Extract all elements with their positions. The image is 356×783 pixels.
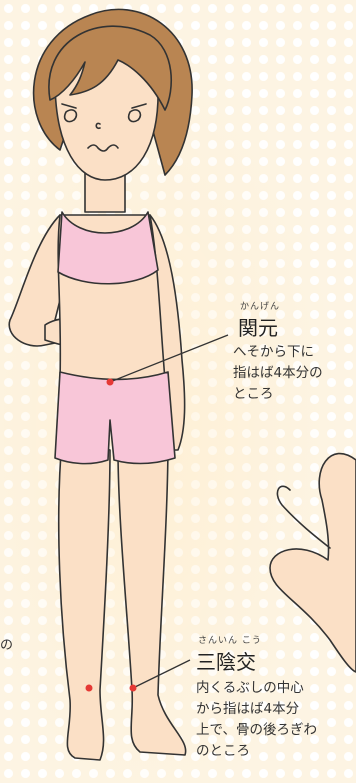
nose: [95, 122, 101, 130]
shorts: [54, 371, 176, 465]
sanninko-description-line-2: から指はば4本分: [196, 701, 300, 717]
sanninko-point-left: [85, 684, 93, 692]
kangen-point: [106, 378, 114, 386]
right-leg: [117, 439, 187, 756]
mouth: [87, 144, 119, 152]
hair-fringe: [48, 25, 173, 111]
sanninko-description-line-1: 内くるぶしの中心: [196, 680, 304, 696]
sanninko-point-right: [129, 684, 137, 692]
edge-text: の: [0, 638, 14, 653]
helping-hand: [269, 452, 356, 673]
sports-bra: [57, 211, 159, 285]
right-eye: [127, 109, 142, 123]
kangen-description-line-3: ところ: [233, 386, 274, 402]
kangen-description-line-2: 指はば4本分の: [233, 365, 323, 381]
left-leg: [57, 439, 111, 761]
sanninko-reading: さんいん こう: [198, 636, 262, 646]
sanninko-description-line-4: のところ: [196, 743, 250, 759]
kangen-leader-line: [109, 334, 229, 383]
kangen-name: 関元: [238, 316, 278, 340]
sanninko-description-line-3: 上で、骨の後ろぎわ: [196, 722, 317, 738]
left-eye: [63, 109, 78, 123]
sanninko-name: 三陰交: [196, 650, 256, 674]
kangen-description-line-1: へそから下に: [233, 344, 314, 360]
sanninko-leader-line: [132, 659, 191, 689]
kangen-reading: かんげん: [240, 302, 281, 312]
